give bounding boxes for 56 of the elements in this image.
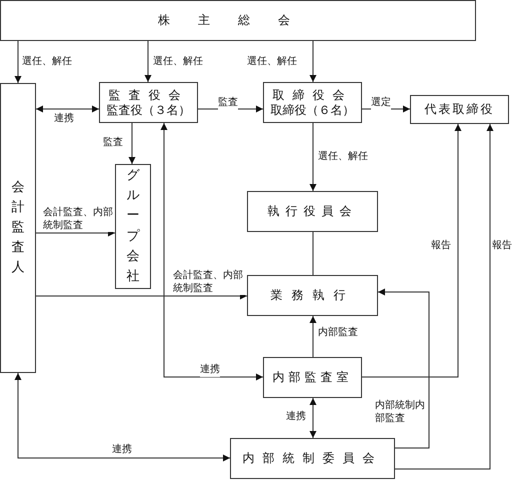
org-box [230, 438, 395, 479]
connector-arrow [310, 316, 316, 358]
box-label: 内部監査室 [272, 370, 352, 385]
edge-label: 選任、解任 [318, 151, 368, 164]
connector-arrow [36, 106, 100, 112]
org-box [99, 82, 198, 123]
org-box [0, 83, 36, 373]
org-box [263, 82, 362, 123]
box-label: 監査役（３名） [106, 102, 190, 118]
box-label: 取締役会 [272, 88, 352, 102]
org-box [115, 164, 151, 289]
box-label: 監査役会 [108, 88, 188, 102]
connector-arrow [14, 40, 22, 84]
connector-arrow [362, 106, 410, 112]
connector-arrow [310, 398, 316, 438]
org-box [0, 0, 476, 41]
connector-arrow [160, 122, 264, 380]
box-label: 株主総会 [158, 13, 318, 28]
box-label: 代表取締役 [424, 102, 494, 117]
box-label: 執行役員会 [268, 204, 358, 219]
connector-arrow [362, 124, 462, 378]
org-box [410, 95, 509, 124]
edge-label: 会計監査、内部統制監査 [173, 270, 245, 295]
box-label: 業務執行 [270, 288, 354, 303]
edge-label: 連携 [200, 364, 220, 376]
edge-label: 連携 [286, 411, 306, 424]
connector-arrow [128, 122, 136, 164]
box-label: 取締役（６名） [270, 102, 354, 118]
edge-label: 監査 [103, 137, 123, 150]
connector-arrow [36, 292, 248, 300]
edge-label: 報告 [492, 240, 512, 252]
edge-label: 選任、解任 [247, 56, 297, 68]
edge-label: 連携 [54, 113, 74, 126]
box-label: 内部統制委員会 [242, 451, 382, 466]
connector-arrow [198, 106, 264, 112]
connector-arrow [310, 122, 316, 192]
edge-label: 内部統制内部監査 [375, 400, 425, 425]
edge-label: 監査 [218, 97, 238, 110]
edge-label: 会計監査、内部統制監査 [43, 207, 115, 232]
connector-arrow [144, 40, 152, 82]
edge-label: 選定 [371, 97, 391, 110]
edge-label: 内部監査 [318, 327, 358, 340]
connector-arrow [378, 288, 430, 448]
edge-label: 報告 [431, 240, 451, 252]
org-box [263, 357, 362, 398]
connector-arrow [310, 40, 316, 82]
box-label: グループ会社 [126, 167, 140, 286]
box-label: 会計監査人 [12, 178, 24, 278]
connector-arrow [14, 372, 230, 462]
edge-label: 選任、解任 [153, 56, 203, 68]
org-box [247, 275, 378, 316]
edge-label: 連携 [112, 444, 132, 456]
connector-arrow [36, 230, 116, 236]
connector-arrow [394, 124, 494, 470]
edge-label: 選任、解任 [22, 56, 72, 68]
org-box [247, 191, 378, 232]
